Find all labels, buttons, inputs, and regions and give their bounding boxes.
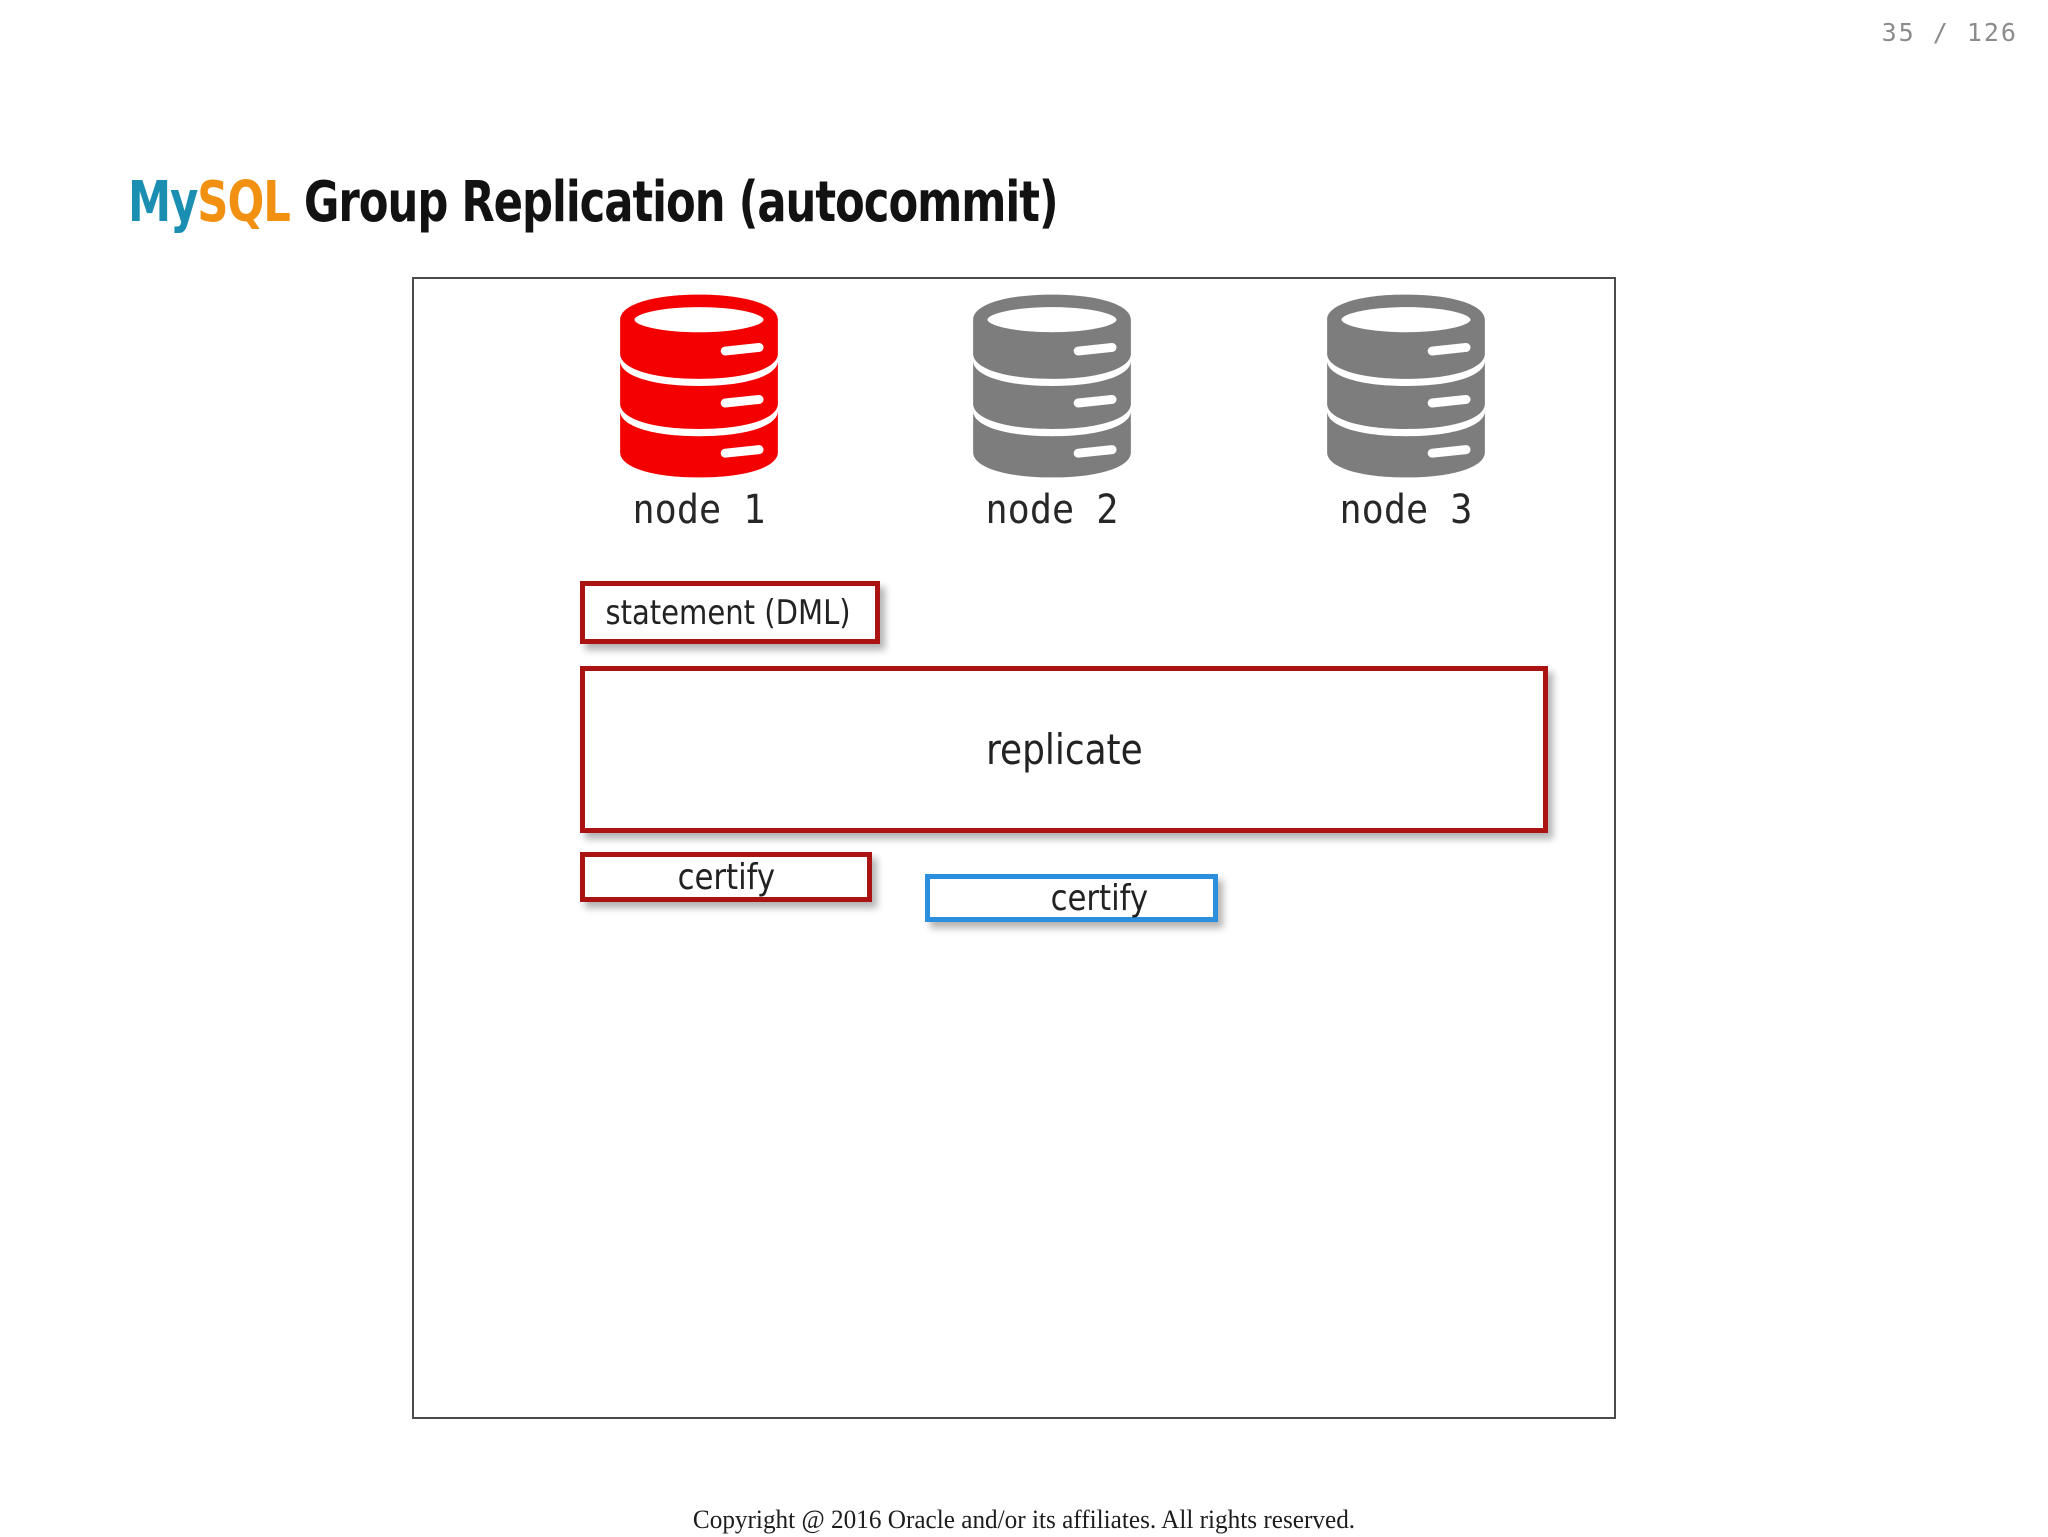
- flow-box-certify-primary: certify: [580, 852, 872, 902]
- page-indicator: 35 / 126: [1881, 18, 2018, 47]
- node-2: node 2: [932, 291, 1172, 533]
- database-icon: [973, 294, 1131, 478]
- node-3-label: node 3: [1339, 487, 1473, 533]
- flow-box-replicate-label: replicate: [985, 725, 1143, 774]
- flow-box-statement: statement (DML): [580, 581, 880, 644]
- node-3: node 3: [1286, 291, 1526, 533]
- database-icon: [620, 294, 778, 478]
- flow-box-certify-secondary-label: certify: [1050, 877, 1149, 919]
- database-icon: [1327, 294, 1485, 478]
- page-title: MySQL Group Replication (autocommit): [128, 169, 1059, 235]
- title-brand-my: My: [128, 169, 198, 235]
- flow-box-certify-primary-label: certify: [677, 856, 775, 898]
- nodes-row: node 1 node 2: [414, 291, 1614, 551]
- title-brand-sql: SQL: [197, 169, 291, 235]
- node-1-label: node 1: [632, 487, 766, 533]
- flow-box-certify-secondary: certify: [925, 874, 1218, 922]
- node-2-label: node 2: [985, 487, 1119, 533]
- flow-box-replicate: replicate: [580, 666, 1548, 833]
- footer-copyright: Copyright @ 2016 Oracle and/or its affil…: [692, 1505, 1356, 1534]
- diagram-frame: node 1 node 2: [412, 277, 1616, 1419]
- title-rest: Group Replication (autocommit): [289, 169, 1059, 235]
- node-1: node 1: [579, 291, 819, 533]
- flow-box-statement-label: statement (DML): [605, 592, 851, 633]
